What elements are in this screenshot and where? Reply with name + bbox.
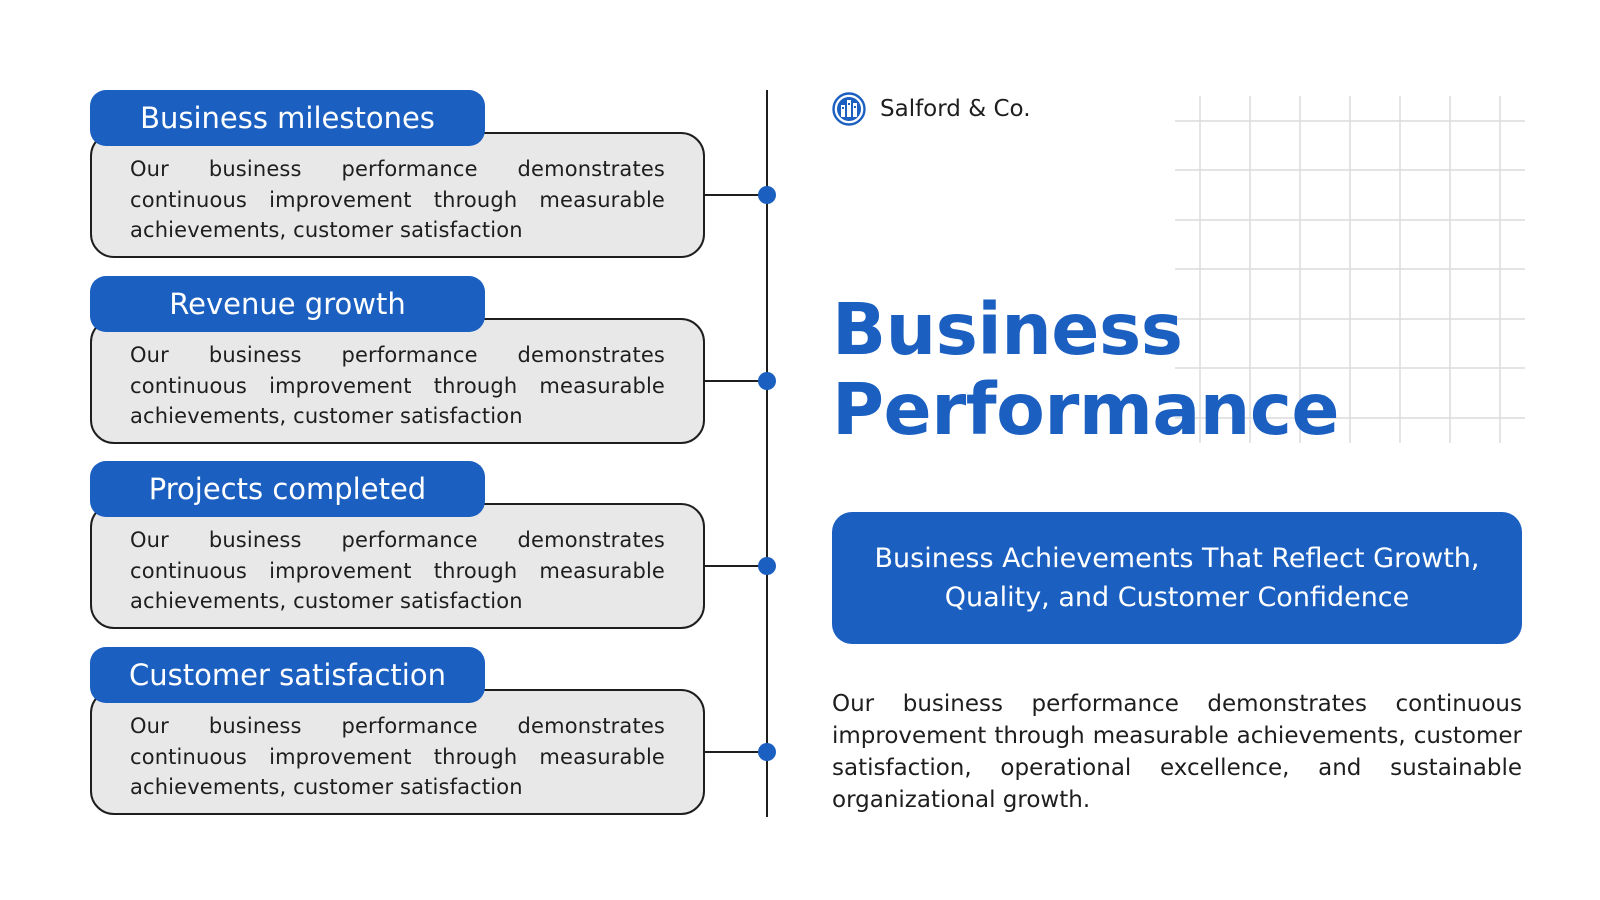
subtitle-banner: Business Achievements That Reflect Growt…	[832, 512, 1522, 644]
page-title: Business Performance	[832, 290, 1532, 450]
timeline-node	[758, 372, 776, 390]
timeline-card-projects-completed: Projects completed Our business performa…	[90, 461, 705, 629]
title-line-2: Performance	[832, 368, 1340, 451]
card-body: Our business performance demonstrates co…	[90, 689, 705, 815]
decorative-grid	[1175, 96, 1525, 443]
card-body: Our business performance demonstrates co…	[90, 132, 705, 258]
card-body: Our business performance demonstrates co…	[90, 318, 705, 444]
timeline-card-revenue-growth: Revenue growth Our business performance …	[90, 276, 705, 444]
card-title: Projects completed	[90, 461, 485, 517]
building-logo-icon	[832, 92, 866, 126]
timeline-node	[758, 743, 776, 761]
timeline-connector	[705, 380, 767, 382]
timeline-line	[766, 90, 768, 817]
timeline-card-business-milestones: Business milestones Our business perform…	[90, 90, 705, 258]
timeline-connector	[705, 751, 767, 753]
card-title: Customer satisfaction	[90, 647, 485, 703]
banner-text: Business Achievements That Reflect Growt…	[874, 543, 1480, 613]
timeline-connector	[705, 194, 767, 196]
brand-name: Salford & Co.	[880, 96, 1031, 122]
timeline-card-customer-satisfaction: Customer satisfaction Our business perfo…	[90, 647, 705, 815]
title-line-1: Business	[832, 288, 1183, 371]
card-body: Our business performance demonstrates co…	[90, 503, 705, 629]
timeline-node	[758, 557, 776, 575]
brand: Salford & Co.	[832, 92, 1031, 126]
card-title: Revenue growth	[90, 276, 485, 332]
timeline-connector	[705, 565, 767, 567]
description-paragraph: Our business performance demonstrates co…	[832, 691, 1522, 813]
card-title: Business milestones	[90, 90, 485, 146]
timeline-node	[758, 186, 776, 204]
